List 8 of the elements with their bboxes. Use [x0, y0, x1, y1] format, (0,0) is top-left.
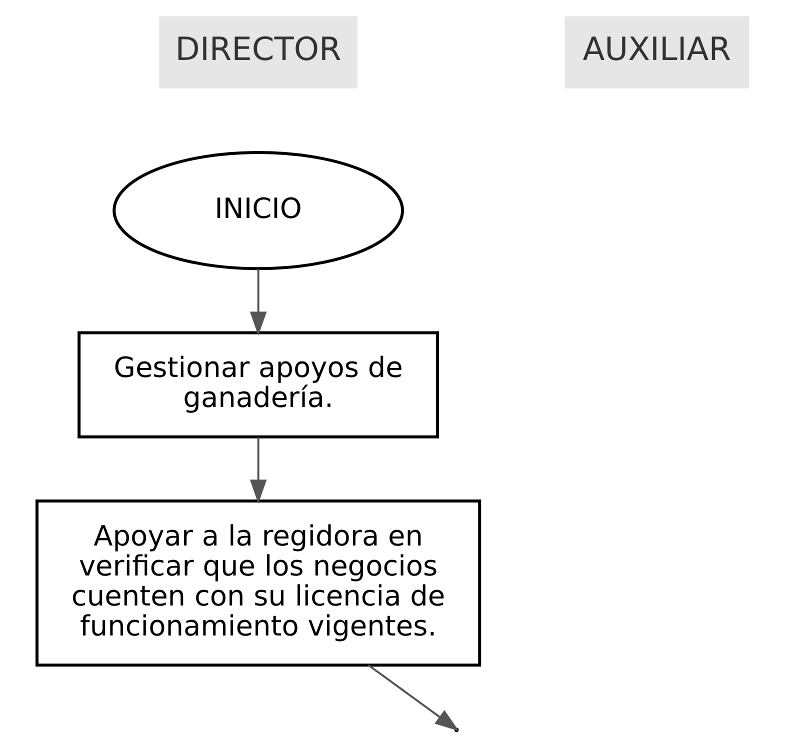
label: DIRECTOR [174, 30, 341, 68]
node-box: Gestionar apoyos de ganadería. [77, 331, 439, 438]
arrow [249, 437, 266, 504]
arrow [249, 269, 266, 336]
arrow [367, 664, 458, 731]
label: AUXILIAR [582, 30, 730, 68]
node-box: Apoyar a la regidora en verificar que los negocios cuenten con su licencia de funcionamiento vigentes. [35, 499, 481, 667]
node-ellipse: INICIO [112, 150, 404, 270]
